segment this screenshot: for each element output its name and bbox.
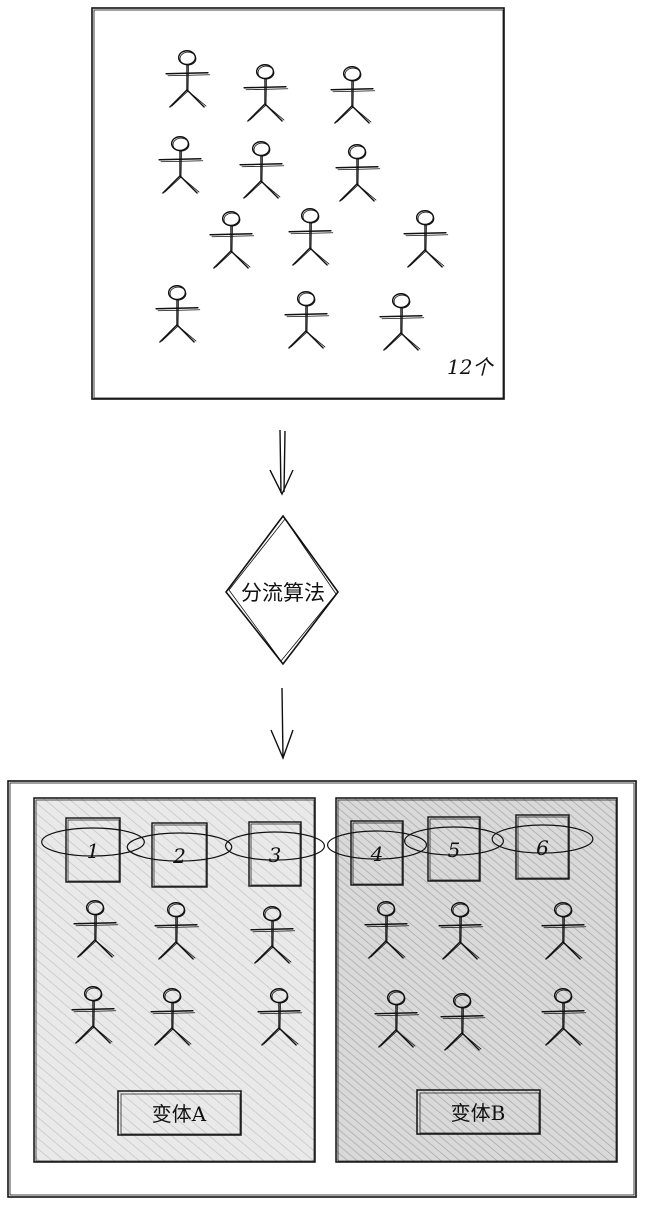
- person-icon: [209, 211, 255, 269]
- variant-b-user-ids: 4 5 6: [327, 814, 594, 886]
- person-icon: [158, 136, 204, 194]
- arrow-down-1: [269, 429, 294, 496]
- person-icon: [379, 293, 425, 351]
- person-icon: [440, 993, 486, 1051]
- user-id-card: 5: [404, 816, 505, 882]
- user-population-box: 12个: [91, 7, 505, 400]
- person-icon: [257, 988, 303, 1046]
- user-id-label: 4: [370, 842, 384, 866]
- user-id-card: 6: [491, 814, 594, 880]
- person-icon: [541, 988, 587, 1046]
- split-algorithm-diamond: 分流算法: [224, 514, 339, 666]
- person-icon: [438, 902, 484, 960]
- person-icon: [284, 291, 330, 349]
- person-icon: [71, 986, 117, 1044]
- user-id-card: 2: [126, 822, 233, 888]
- split-result-container: [7, 780, 637, 1198]
- population-people: [155, 50, 449, 351]
- user-id-label: 2: [172, 844, 186, 868]
- person-icon: [403, 210, 449, 268]
- user-id-label: 1: [87, 839, 100, 863]
- person-icon: [155, 285, 201, 343]
- arrow-down-2: [270, 687, 294, 760]
- variant-a-user-ids: 1 2 3: [41, 817, 326, 888]
- person-icon: [239, 141, 285, 199]
- person-icon: [288, 208, 334, 266]
- person-icon: [154, 902, 200, 960]
- person-icon: [165, 50, 211, 108]
- user-id-label: 5: [448, 838, 461, 862]
- person-icon: [335, 144, 381, 202]
- person-icon: [243, 64, 289, 122]
- variant-a-label: 变体A: [152, 1102, 207, 1126]
- variant-a-label-box: 变体A: [117, 1090, 242, 1136]
- split-algorithm-label: 分流算法: [241, 581, 325, 605]
- person-icon: [150, 988, 196, 1046]
- person-icon: [330, 66, 376, 124]
- person-icon: [250, 906, 296, 964]
- person-icon: [374, 990, 420, 1048]
- variant-a-people: [71, 900, 303, 1046]
- user-id-label: 6: [536, 836, 549, 860]
- variant-b-group: 4 5 6 变体B: [327, 797, 618, 1163]
- variant-b-label: 变体B: [451, 1101, 506, 1125]
- user-id-card: 3: [225, 821, 326, 887]
- person-icon: [73, 900, 119, 958]
- user-id-card: 4: [327, 820, 428, 886]
- population-count-label: 12个: [447, 355, 494, 379]
- person-icon: [364, 901, 410, 959]
- user-id-label: 3: [269, 843, 282, 867]
- user-id-card: 1: [41, 817, 145, 883]
- variant-b-label-box: 变体B: [416, 1089, 541, 1135]
- variant-b-people: [364, 901, 587, 1051]
- person-icon: [541, 902, 587, 960]
- variant-a-group: 1 2 3 变体A: [33, 797, 326, 1163]
